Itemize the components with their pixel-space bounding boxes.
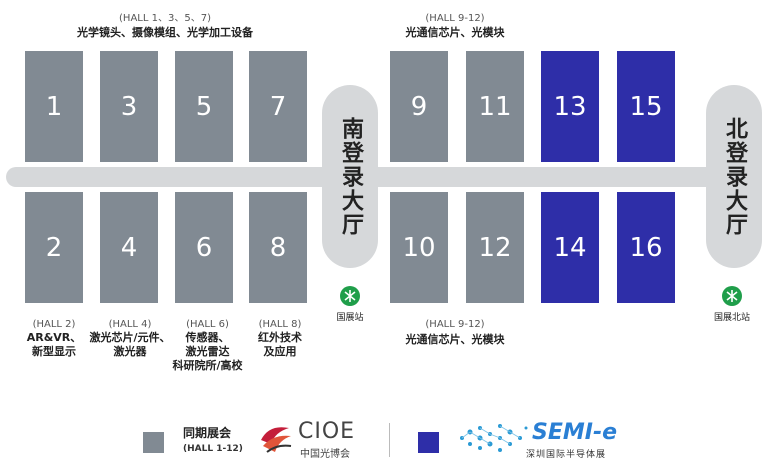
main-corridor xyxy=(6,167,756,187)
hall-2[interactable]: 2 xyxy=(25,192,83,303)
hall-10[interactable]: 10 xyxy=(390,192,448,303)
hall-2-caption: (HALL 2) AR&VR、 新型显示 xyxy=(26,319,82,358)
hall-3[interactable]: 3 xyxy=(100,51,158,162)
bottom-right-caption-desc: 光通信芯片、光模块 xyxy=(405,333,505,346)
hall-8-caption: (HALL 8) 红外技术 及应用 xyxy=(258,319,302,358)
semi-logo-icon xyxy=(456,418,532,458)
south-station-label: 国展站 xyxy=(336,313,364,323)
bottom-right-caption-code: (HALL 9-12) xyxy=(425,319,485,330)
top-right-caption-desc: 光通信芯片、光模块 xyxy=(405,26,505,39)
hall-9[interactable]: 9 xyxy=(390,51,448,162)
hall-14[interactable]: 14 xyxy=(541,192,599,303)
cioe-logo-icon xyxy=(257,420,295,458)
south-lobby-label: 南登录大厅 xyxy=(338,116,363,237)
top-right-caption-code: (HALL 9-12) xyxy=(425,13,485,24)
top-left-caption-code: (HALL 1、3、5、7) xyxy=(119,13,211,24)
legend-gray-label: 同期展会 xyxy=(183,426,232,440)
semi-sub: 深圳国际半导体展 xyxy=(526,450,607,460)
metro-icon xyxy=(722,286,742,306)
north-station-label: 国展北站 xyxy=(713,313,750,323)
legend-blue-swatch xyxy=(418,432,439,453)
hall-6[interactable]: 6 xyxy=(175,192,233,303)
legend-gray-code: (HALL 1-12) xyxy=(183,444,243,454)
metro-icon xyxy=(340,286,360,306)
hall-8[interactable]: 8 xyxy=(249,192,307,303)
hall-7[interactable]: 7 xyxy=(249,51,307,162)
hall-12[interactable]: 12 xyxy=(466,192,524,303)
cioe-brand: CIOE xyxy=(298,419,356,444)
legend-divider xyxy=(389,423,390,457)
hall-11[interactable]: 11 xyxy=(466,51,524,162)
cioe-sub: 中国光博会 xyxy=(300,449,350,460)
hall-4[interactable]: 4 xyxy=(100,192,158,303)
north-lobby[interactable]: 北登录大厅 xyxy=(706,85,762,268)
legend-gray-swatch xyxy=(143,432,164,453)
hall-13[interactable]: 13 xyxy=(541,51,599,162)
south-lobby[interactable]: 南登录大厅 xyxy=(322,85,378,268)
semi-brand: SEMI-e xyxy=(532,420,618,445)
hall-16[interactable]: 16 xyxy=(617,192,675,303)
north-lobby-label: 北登录大厅 xyxy=(722,116,747,237)
hall-5[interactable]: 5 xyxy=(175,51,233,162)
hall-15[interactable]: 15 xyxy=(617,51,675,162)
hall-1[interactable]: 1 xyxy=(25,51,83,162)
top-left-caption-desc: 光学镜头、摄像模组、光学加工设备 xyxy=(77,26,253,39)
hall-4-caption: (HALL 4) 激光芯片/元件、 激光器 xyxy=(89,319,171,358)
hall-6-caption: (HALL 6) 传感器、 激光雷达 科研院所/高校 xyxy=(172,319,243,372)
